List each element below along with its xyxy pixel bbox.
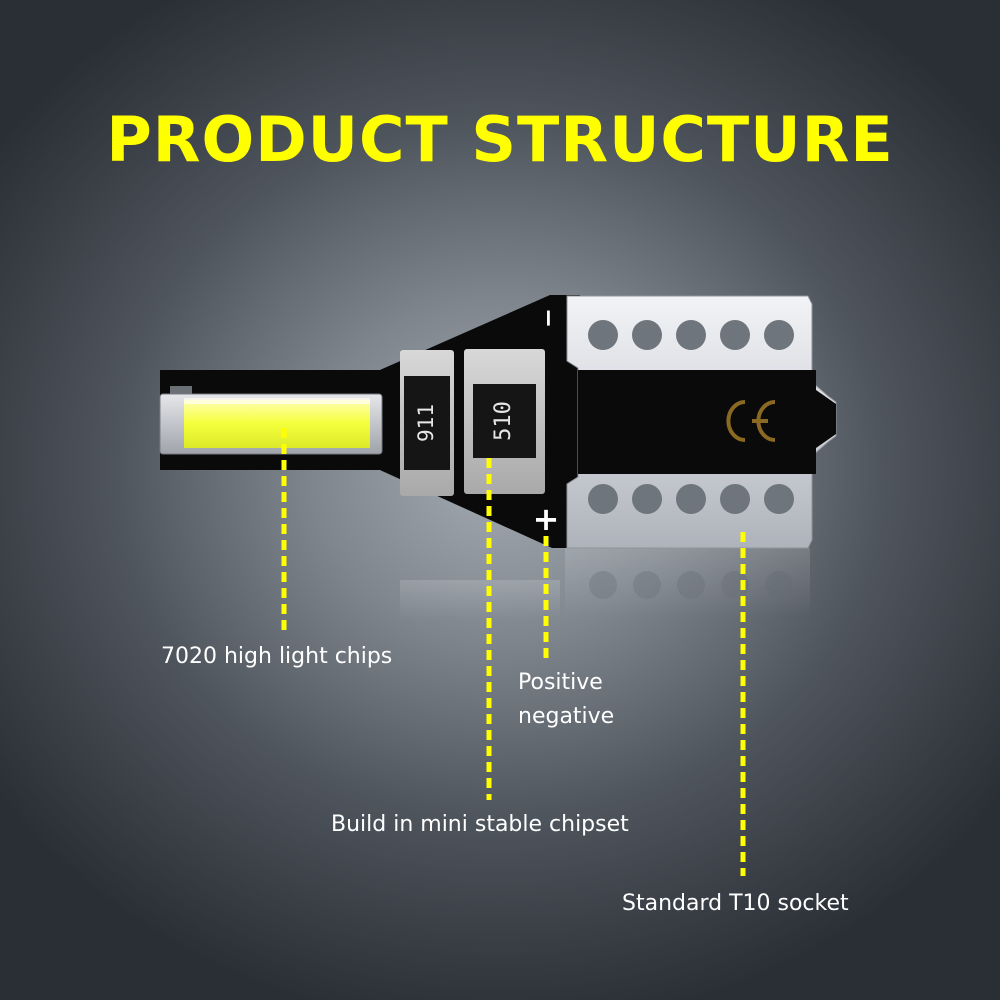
label-chipset: Build in mini stable chipset <box>331 812 629 837</box>
resistor-510-code: 510 <box>491 401 516 441</box>
t10-socket-contacts <box>566 295 837 549</box>
led-chip <box>159 386 383 455</box>
page-title: PRODUCT STRUCTURE <box>106 103 894 176</box>
label-led-chips: 7020 high light chips <box>161 644 393 669</box>
minus-mark: − <box>534 308 562 328</box>
ce-mark-icon <box>726 400 776 442</box>
plus-mark: + <box>533 500 560 538</box>
label-t10-socket: Standard T10 socket <box>622 891 849 916</box>
resistor-911: 911 <box>400 350 454 496</box>
label-polarity: Positive negative <box>518 666 614 734</box>
resistor-510: 510 <box>464 349 545 494</box>
board-reflection <box>400 548 810 620</box>
resistor-911-code: 911 <box>414 404 438 442</box>
label-negative: negative <box>518 704 615 729</box>
label-positive: Positive <box>518 670 603 695</box>
